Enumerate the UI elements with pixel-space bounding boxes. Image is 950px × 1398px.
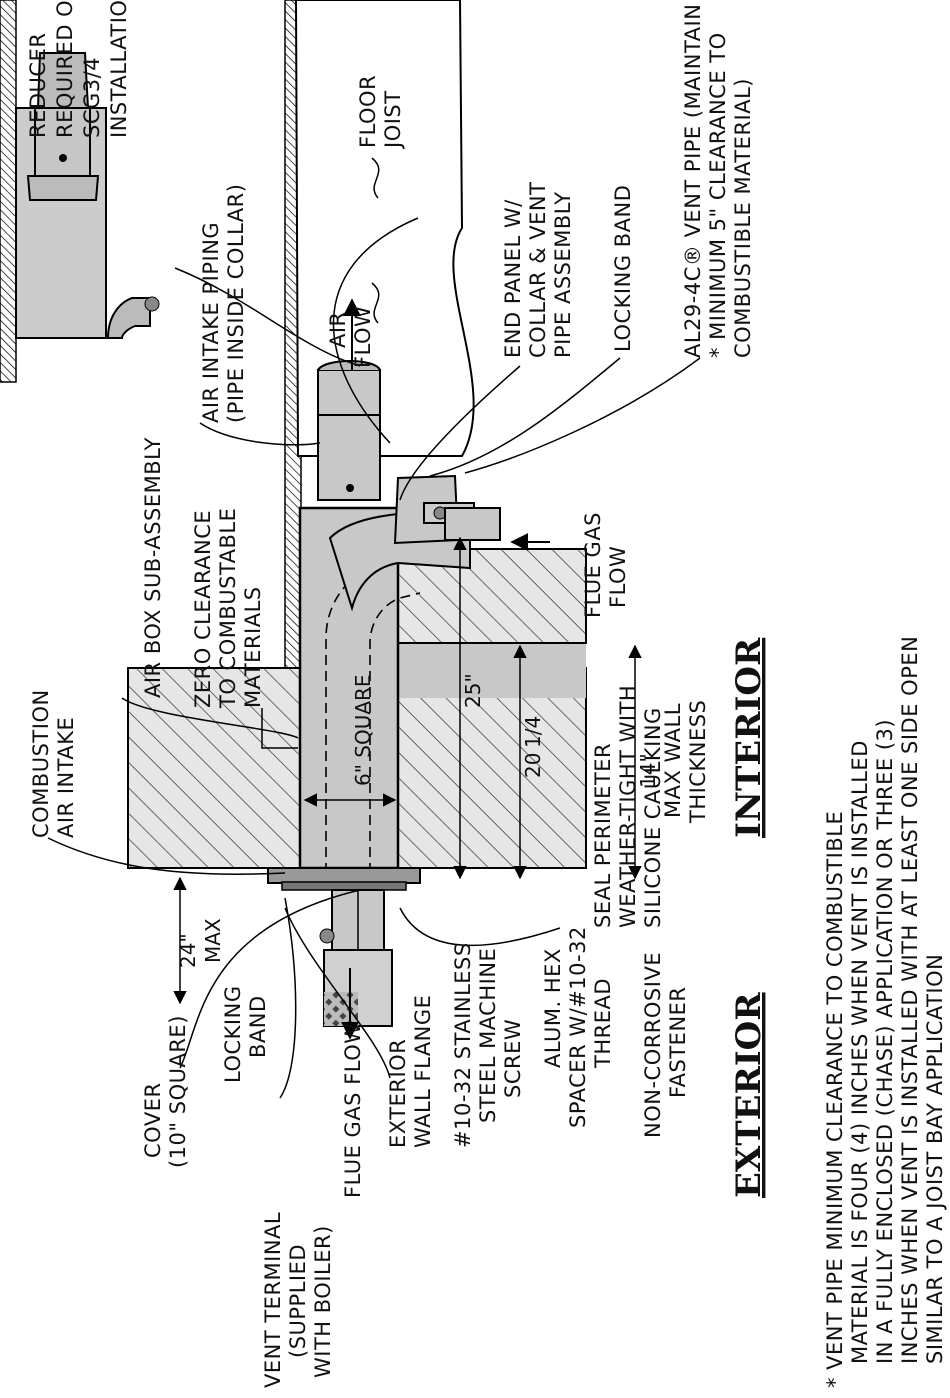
end-panel-label: END PANEL W/COLLAR & VENTPIPE ASSEMBLY (501, 182, 575, 358)
machine-screw-label: #10-32 STAINLESSSTEEL MACHINESCREW (451, 942, 525, 1148)
dim-20: 20 (521, 753, 545, 778)
flue-gas-flow-interior-label: FLUE GASFLOW (581, 512, 630, 618)
combustion-air-label: COMBUSTIONAIR INTAKE (29, 689, 78, 838)
dim-24: 24" (176, 933, 200, 968)
flow-arrows (173, 298, 642, 1040)
square-dimension: 6" SQUARE (351, 674, 375, 786)
air-intake-collar (317, 360, 381, 501)
air-box-label: AIR BOX SUB-ASSEMBLY (141, 437, 165, 698)
air-intake-piping-label: AIR INTAKE PIPING(PIPE INSIDE COLLAR) (199, 184, 248, 423)
exterior-wall-flange-label: EXTERIORWALL FLANGE (386, 995, 435, 1148)
dim-14: 14" (636, 753, 660, 788)
dim-25: 25" (461, 673, 485, 708)
exterior-title: EXTERIOR (729, 992, 769, 1198)
locking-band-interior-label: LOCKING BAND (611, 185, 635, 352)
dim-24-max: MAX (201, 918, 225, 963)
floor-joist-label: FLOORJOIST (356, 75, 405, 150)
hex-spacer-label: ALUM. HEXSPACER W/#10-32THREAD (541, 926, 615, 1128)
leader-lines (47, 217, 701, 1099)
max-wall-label: MAX WALLTHICKNESS (661, 700, 710, 824)
vent-elbow (328, 474, 501, 612)
reducer-inset (0, 0, 160, 383)
seal-label: SEAL PERIMETERWEATHER-TIGHT WITHSILICONE… (591, 685, 665, 928)
interior-title: INTERIOR (729, 637, 769, 838)
flue-gas-flow-exterior-label: FLUE GAS FLOW (341, 1022, 365, 1198)
dim-20-fraction: 1/4 (521, 716, 545, 748)
air-flow-label: AIRFLOW (326, 306, 375, 368)
vent-pipe-label: AL29-4C® VENT PIPE (MAINTAIN* MINIMUM 5"… (681, 4, 755, 358)
fastener-label: NON-CORROSIVEFASTENER (641, 952, 690, 1138)
zero-clearance-label: ZERO CLEARANCETO COMBUSTABLEMATERIALS (191, 508, 265, 709)
cover-label: COVER(10" SQUARE) (141, 1015, 190, 1168)
vent-terminal-label: VENT TERMINAL(SUPPLIEDWITH BOILER) (261, 1212, 335, 1388)
locking-band-exterior-label: LOCKINGBAND (221, 985, 270, 1083)
floor-joist (284, 0, 475, 697)
clearance-note: * VENT PIPE MINIMUM CLEARANCE TO COMBUST… (823, 636, 947, 1388)
